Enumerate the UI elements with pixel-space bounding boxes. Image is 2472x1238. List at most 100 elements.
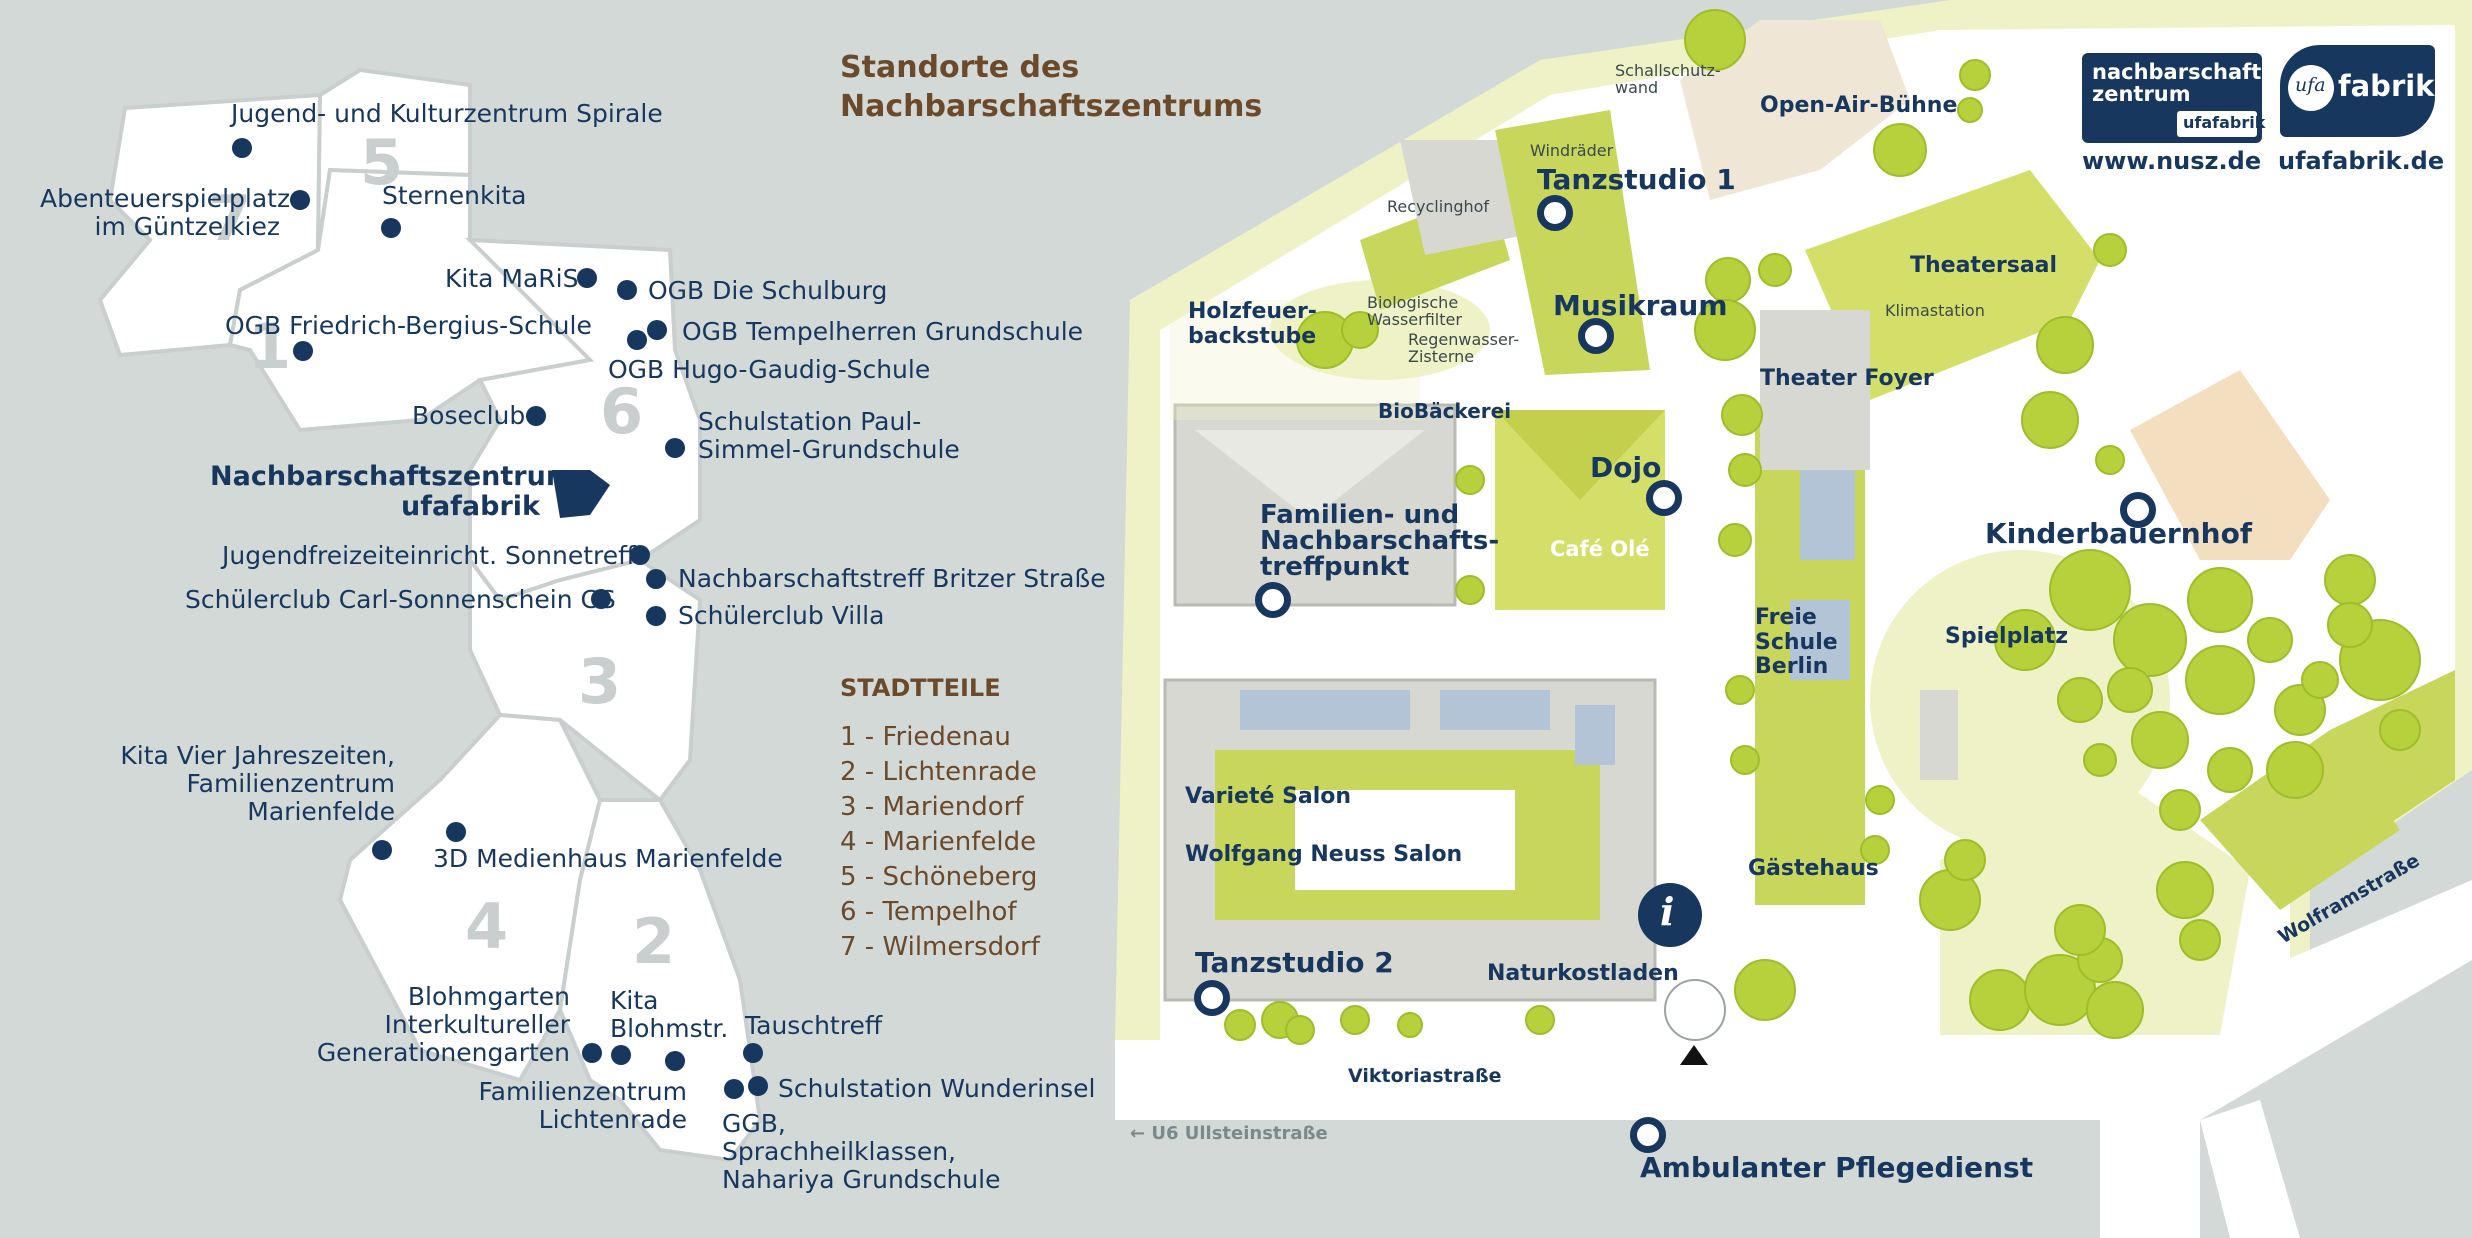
label-kita-blohmstr: Kita Blohmstr. (610, 986, 729, 1043)
district-number-2: 2 (632, 905, 676, 978)
location-dot[interactable] (724, 1079, 744, 1099)
location-dot[interactable] (743, 1043, 763, 1063)
location-dot[interactable] (665, 438, 685, 458)
nusz-url[interactable]: www.nusz.de (2082, 147, 2262, 175)
info-gear-shape (1638, 883, 1702, 947)
label-sonnetreff: Jugendfreizeiteinricht. Sonnetreff (222, 541, 636, 570)
district-number-3: 3 (578, 645, 622, 718)
location-dot[interactable] (617, 280, 637, 300)
label-biofilter: Biologische Wasserfilter (1367, 293, 1462, 329)
location-dot[interactable] (591, 589, 611, 609)
legend-item: 7 - Wilmersdorf (840, 932, 1040, 962)
label-schallschutz: Schallschutz-wand (1615, 61, 1721, 97)
location-dot[interactable] (646, 569, 666, 589)
location-dot[interactable] (611, 1045, 631, 1065)
label-gaestehaus: Gästehaus (1748, 856, 1879, 881)
location-dot[interactable] (293, 341, 313, 361)
page-title: Standorte des Nachbarschaftszentrums (840, 50, 1263, 124)
legend-item: 5 - Schöneberg (840, 862, 1038, 892)
label-variete: Varieté Salon (1185, 784, 1352, 809)
nusz-badge: ufafabrik (2177, 111, 2265, 137)
label-spirale: Jugend- und Kulturzentrum Spirale (231, 99, 663, 128)
location-dot[interactable] (627, 330, 647, 350)
location-dot[interactable] (290, 190, 310, 210)
location-dot[interactable] (665, 1051, 685, 1071)
marker-pflegedienst[interactable] (1630, 1117, 1666, 1153)
nusz-logo-line2: zentrum (2092, 82, 2191, 106)
marker-musikraum[interactable] (1578, 318, 1614, 354)
info-icon[interactable]: i (1660, 889, 1675, 934)
label-sternenkita: Sternenkita (382, 181, 527, 210)
marker-kinderbauernhof[interactable] (2120, 492, 2156, 528)
location-dot[interactable] (446, 822, 466, 842)
marker-tanzstudio2[interactable] (1194, 980, 1230, 1016)
label-ogb-gaudig: OGB Hugo-Gaudig-Schule (608, 355, 931, 384)
entrance-arrow (1680, 1045, 1708, 1065)
label-theater-foyer: Theater Foyer (1760, 366, 1934, 391)
label-abenteuerspielplatz: Abenteuerspielplatz im Güntzelkiez (40, 184, 291, 241)
label-vier-jahreszeiten: Kita Vier Jahreszeiten, Familienzentrum … (120, 741, 395, 826)
label-viktoriastrasse: Viktoriastraße (1348, 1065, 1502, 1087)
label-recyclinghof: Recyclinghof (1387, 197, 1490, 216)
label-schulstation-simmel: Schulstation Paul-Simmel-Grundschule (698, 407, 960, 464)
district-3 (468, 554, 703, 803)
label-tanzstudio1: Tanzstudio 1 (1537, 163, 1736, 196)
label-wolfgang: Wolfgang Neuss Salon (1185, 842, 1463, 867)
location-dot[interactable] (647, 320, 667, 340)
label-kinderbauernhof: Kinderbauernhof (1985, 517, 2253, 550)
location-dot[interactable] (577, 268, 597, 288)
location-dot[interactable] (582, 1043, 602, 1063)
label-blohmgarten: Blohmgarten Interkultureller Generatione… (316, 982, 570, 1067)
ufafabrik-url[interactable]: ufafabrik.de (2278, 147, 2445, 175)
label-freie-schule: Freie Schule Berlin (1755, 605, 1838, 680)
label-wunderinsel: Schulstation Wunderinsel (778, 1074, 1096, 1103)
label-ogb-schulburg: OGB Die Schulburg (648, 276, 888, 305)
legend-heading: STADTTEILE (840, 674, 1001, 702)
location-dot[interactable] (630, 545, 650, 565)
label-u6: ← U6 Ullsteinstraße (1130, 1123, 1328, 1144)
label-boseclub: Boseclub (412, 401, 526, 430)
legend-item: 4 - Marienfelde (840, 827, 1037, 857)
legend-item: 6 - Tempelhof (840, 897, 1017, 927)
globe-shape (1664, 979, 1726, 1041)
district-number-4: 4 (465, 890, 509, 963)
label-regenwasser: Regenwasser-Zisterne (1408, 330, 1520, 366)
marker-tanzstudio1[interactable] (1537, 195, 1573, 231)
location-dot[interactable] (372, 840, 392, 860)
location-dot[interactable] (526, 406, 546, 426)
label-ogb-bergius: OGB Friedrich-Bergius-Schule (225, 311, 592, 340)
location-dot[interactable] (232, 138, 252, 158)
label-dojo: Dojo (1590, 451, 1662, 484)
trees (1224, 9, 2421, 1045)
legend-item: 2 - Lichtenrade (840, 757, 1037, 787)
label-holzfeuer: Holzfeuer-backstube (1188, 299, 1317, 349)
location-dot[interactable] (748, 1076, 768, 1096)
label-open-air: Open-Air-Bühne (1760, 93, 1958, 118)
label-tanzstudio2: Tanzstudio 2 (1195, 946, 1394, 979)
label-biobaeckerei: BioBäckerei (1378, 399, 1512, 423)
district-number-6: 6 (600, 375, 644, 448)
legend-item: 1 - Friedenau (840, 722, 1011, 752)
label-britzer: Nachbarschaftstreff Britzer Straße (678, 564, 1106, 593)
marker-familien[interactable] (1255, 582, 1291, 618)
label-pflegedienst: Ambulanter Pflegedienst (1640, 1151, 2034, 1184)
ufafabrik-logo[interactable]: ufa fabrik (2280, 45, 2435, 137)
ufa-italic-text: ufa (2295, 74, 2326, 96)
label-villa: Schülerclub Villa (678, 601, 885, 630)
label-familienzentrum-lichtenrade: Familienzentrum Lichtenrade (478, 1077, 687, 1134)
label-nusz-ufafabrik: Nachbarschaftszentrum ufafabrik (210, 461, 574, 523)
marker-dojo[interactable] (1646, 480, 1682, 516)
label-3d-medienhaus: 3D Medienhaus Marienfelde (433, 844, 783, 873)
label-carl-sonnenschein: Schülerclub Carl-Sonnenschein GS (185, 585, 616, 614)
legend-item: 3 - Mariendorf (840, 792, 1024, 822)
location-dot[interactable] (646, 606, 666, 626)
label-naturkost: Naturkostladen (1487, 961, 1679, 986)
label-kita-maris: Kita MaRiS (445, 264, 579, 293)
label-theatersaal: Theatersaal (1910, 253, 2058, 278)
nusz-logo[interactable]: nachbarschafts zentrum ufafabrik (2082, 53, 2274, 143)
label-musikraum: Musikraum (1553, 289, 1728, 322)
location-dot[interactable] (381, 218, 401, 238)
label-windraeder: Windräder (1530, 141, 1614, 160)
label-tauschtreff: Tauschtreff (745, 1011, 883, 1040)
